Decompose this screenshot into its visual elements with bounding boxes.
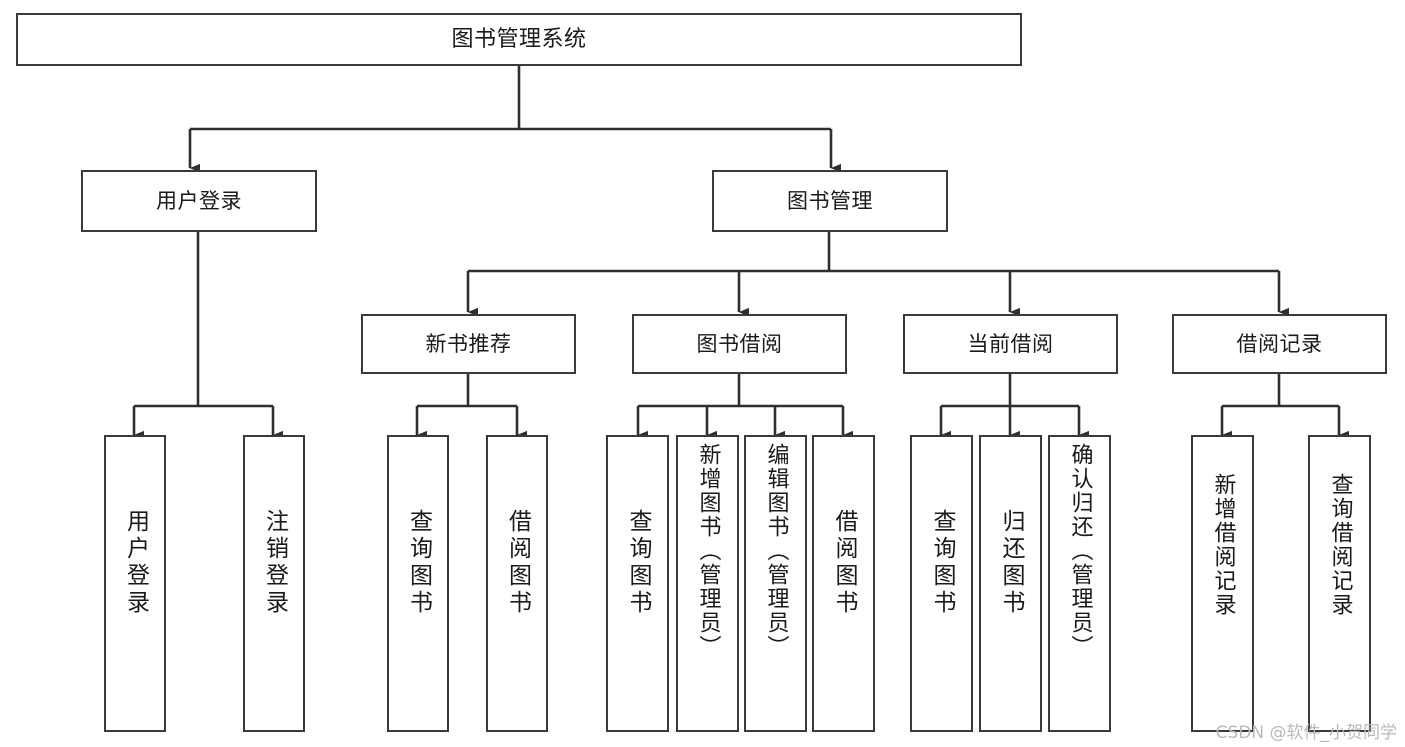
leaf-add-book-label: 新增图书（管理员） bbox=[695, 443, 721, 659]
leaf-query-book-2-label: 查询图书 bbox=[625, 509, 651, 617]
leaf-add-book[interactable]: 新增图书（管理员） bbox=[676, 435, 739, 732]
leaf-query-record[interactable]: 查询借阅记录 bbox=[1308, 435, 1371, 732]
leaf-query-book-3[interactable]: 查询图书 bbox=[910, 435, 973, 732]
leaf-user-login[interactable]: 用户登录 bbox=[104, 435, 166, 732]
leaf-logout[interactable]: 注销登录 bbox=[243, 435, 305, 732]
leaf-borrow-book-2-label: 借阅图书 bbox=[831, 509, 857, 617]
node-root-label: 图书管理系统 bbox=[451, 26, 587, 52]
leaf-confirm-return-label: 确认归还（管理员） bbox=[1067, 443, 1093, 659]
leaf-edit-book-label: 编辑图书（管理员） bbox=[763, 443, 789, 659]
leaf-return-book-label: 归还图书 bbox=[998, 509, 1024, 617]
node-book-borrow[interactable]: 图书借阅 bbox=[632, 314, 847, 374]
leaf-query-book-1-label: 查询图书 bbox=[405, 509, 432, 617]
leaf-borrow-book-2[interactable]: 借阅图书 bbox=[812, 435, 875, 732]
node-book-borrow-label: 图书借阅 bbox=[696, 331, 783, 356]
leaf-query-book-3-label: 查询图书 bbox=[929, 509, 955, 617]
leaf-query-record-label: 查询借阅记录 bbox=[1327, 473, 1353, 617]
leaf-logout-label: 注销登录 bbox=[261, 509, 288, 617]
node-new-book-rec[interactable]: 新书推荐 bbox=[361, 314, 576, 374]
leaf-borrow-book-1-label: 借阅图书 bbox=[504, 509, 531, 617]
node-user-login[interactable]: 用户登录 bbox=[81, 170, 317, 232]
node-borrow-record[interactable]: 借阅记录 bbox=[1172, 314, 1387, 374]
node-root[interactable]: 图书管理系统 bbox=[16, 13, 1022, 66]
node-current-borrow[interactable]: 当前借阅 bbox=[903, 314, 1118, 374]
leaf-user-login-label: 用户登录 bbox=[122, 509, 149, 617]
watermark-text: CSDN @软件_小贺同学 bbox=[1215, 723, 1397, 743]
leaf-return-book[interactable]: 归还图书 bbox=[979, 435, 1042, 732]
node-borrow-record-label: 借阅记录 bbox=[1236, 331, 1323, 356]
node-current-borrow-label: 当前借阅 bbox=[967, 331, 1054, 356]
node-user-login-label: 用户登录 bbox=[156, 188, 242, 213]
leaf-query-book-2[interactable]: 查询图书 bbox=[606, 435, 669, 732]
leaf-confirm-return[interactable]: 确认归还（管理员） bbox=[1048, 435, 1111, 732]
node-book-manage-label: 图书管理 bbox=[787, 188, 873, 213]
leaf-add-record-label: 新增借阅记录 bbox=[1210, 473, 1236, 617]
node-book-manage[interactable]: 图书管理 bbox=[712, 170, 948, 232]
leaf-add-record[interactable]: 新增借阅记录 bbox=[1191, 435, 1254, 732]
leaf-edit-book[interactable]: 编辑图书（管理员） bbox=[744, 435, 807, 732]
leaf-borrow-book-1[interactable]: 借阅图书 bbox=[486, 435, 548, 732]
leaf-query-book-1[interactable]: 查询图书 bbox=[387, 435, 449, 732]
node-new-book-rec-label: 新书推荐 bbox=[425, 331, 512, 356]
